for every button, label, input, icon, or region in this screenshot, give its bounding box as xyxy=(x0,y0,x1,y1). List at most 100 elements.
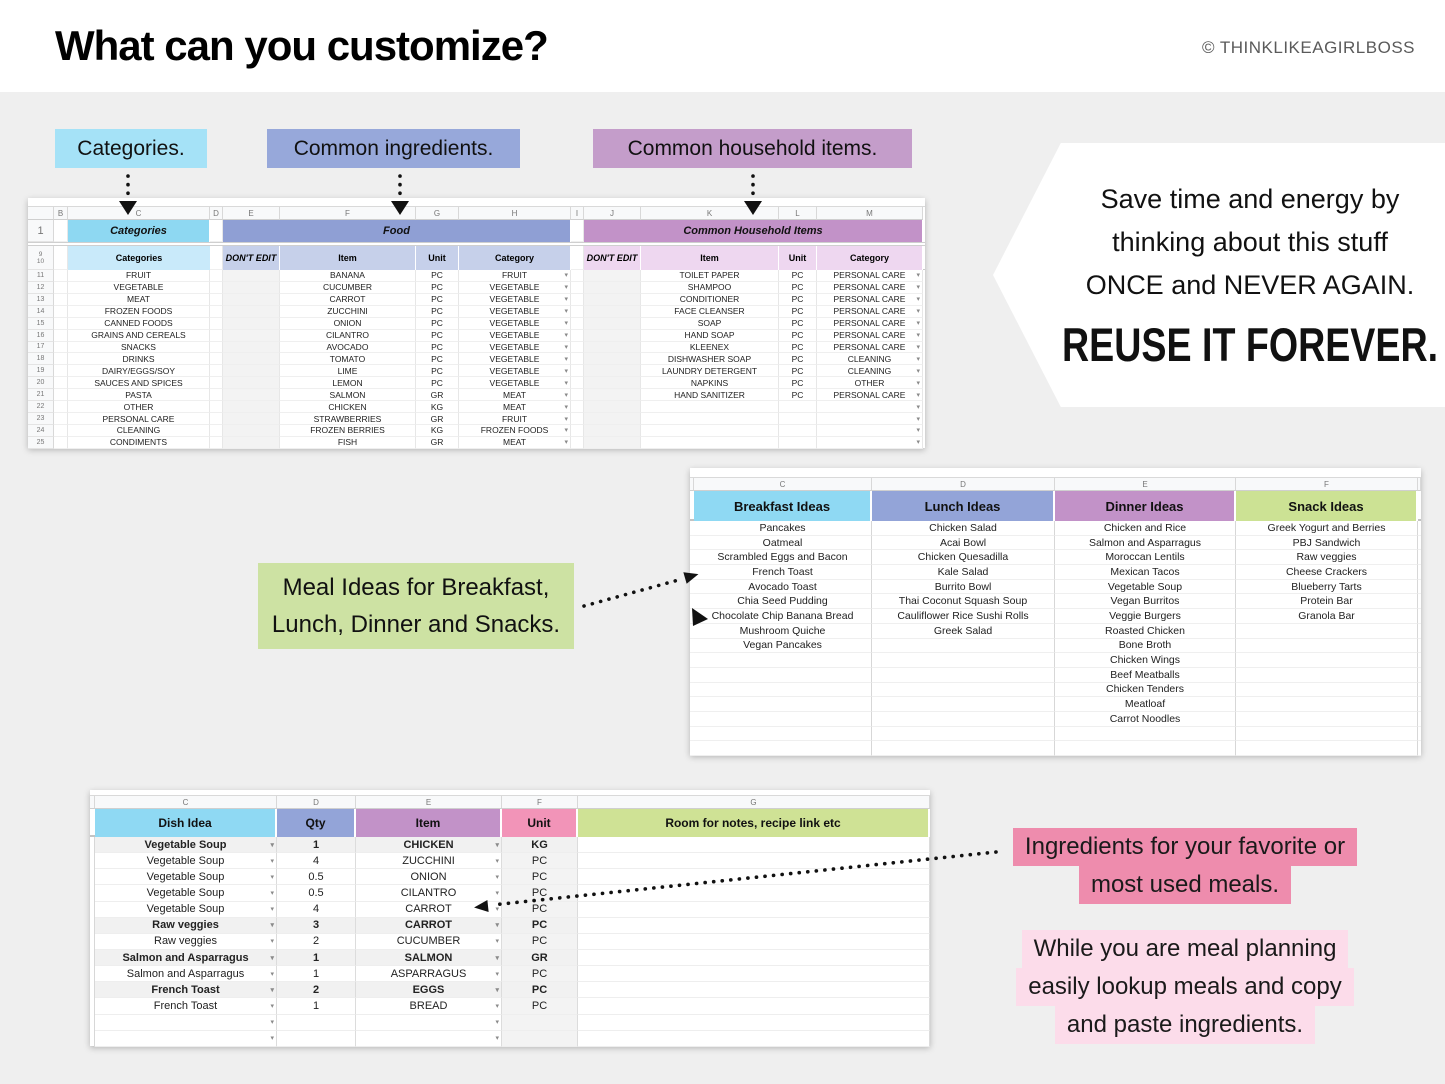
item-cell[interactable]: BREAD▾ xyxy=(356,998,502,1015)
household-category-cell[interactable]: ▾ xyxy=(817,401,923,414)
household-unit-cell[interactable] xyxy=(779,401,817,414)
dropdown-icon[interactable]: ▾ xyxy=(916,355,920,363)
meal-idea-cell[interactable] xyxy=(1236,682,1418,698)
household-header-cell[interactable]: DON'T EDIT xyxy=(584,246,641,270)
household-unit-cell[interactable]: PC xyxy=(779,305,817,318)
meal-idea-cell[interactable] xyxy=(1055,726,1236,742)
dont-edit-cell[interactable] xyxy=(584,413,641,425)
meal-idea-cell[interactable]: Chicken Tenders xyxy=(1055,682,1236,698)
food-unit-cell[interactable]: PC xyxy=(416,365,459,378)
spacer-cell[interactable] xyxy=(571,341,584,354)
food-unit-cell[interactable]: KG xyxy=(416,424,459,437)
dish-name-cell[interactable]: Vegetable Soup▾ xyxy=(95,869,277,886)
dropdown-icon[interactable]: ▾ xyxy=(270,1035,274,1043)
dropdown-icon[interactable]: ▾ xyxy=(495,970,499,978)
food-title-cell[interactable]: Food xyxy=(223,220,571,242)
spacer-cell[interactable] xyxy=(54,305,68,318)
household-item-cell[interactable]: KLEENEX xyxy=(641,341,779,354)
spacer-cell[interactable] xyxy=(210,317,223,330)
household-unit-cell[interactable] xyxy=(779,424,817,437)
food-item-cell[interactable]: ONION xyxy=(280,317,416,330)
column-letter[interactable]: E xyxy=(1055,478,1236,491)
meal-idea-cell[interactable]: Vegan Pancakes xyxy=(694,638,872,654)
unit-cell[interactable]: PC xyxy=(502,901,578,918)
column-letter[interactable]: G xyxy=(416,207,459,220)
spacer-cell[interactable] xyxy=(571,377,584,390)
unit-cell[interactable]: GR xyxy=(502,949,578,967)
item-cell[interactable]: CHICKEN▾ xyxy=(356,837,502,854)
notes-cell[interactable] xyxy=(578,933,930,950)
column-letter[interactable]: E xyxy=(223,207,280,220)
household-category-cell[interactable]: CLEANING▾ xyxy=(817,365,923,378)
spacer-cell[interactable] xyxy=(54,281,68,294)
food-item-cell[interactable]: FISH xyxy=(280,436,416,449)
dish-name-cell[interactable]: Salmon and Asparragus▾ xyxy=(95,966,277,983)
household-item-cell[interactable]: DISHWASHER SOAP xyxy=(641,353,779,366)
row-number[interactable]: 16 xyxy=(28,329,54,342)
dish-name-cell[interactable]: Raw veggies▾ xyxy=(95,933,277,950)
meal-column-header[interactable]: Dinner Ideas xyxy=(1055,491,1236,521)
meal-idea-cell[interactable] xyxy=(1236,697,1418,712)
category-name-cell[interactable]: CONDIMENTS xyxy=(68,436,210,449)
spacer-cell[interactable] xyxy=(571,413,584,425)
notes-cell[interactable] xyxy=(578,837,930,854)
food-item-cell[interactable]: BANANA xyxy=(280,270,416,282)
meal-idea-cell[interactable]: Burrito Bowl xyxy=(872,579,1055,595)
spacer-cell[interactable] xyxy=(210,424,223,437)
meal-idea-cell[interactable]: Salmon and Asparragus xyxy=(1055,535,1236,551)
dont-edit-cell[interactable] xyxy=(584,353,641,366)
household-item-cell[interactable]: FACE CLEANSER xyxy=(641,305,779,318)
qty-cell[interactable]: 2 xyxy=(277,933,356,950)
unit-cell[interactable]: PC xyxy=(502,933,578,950)
dish-name-cell[interactable]: Vegetable Soup▾ xyxy=(95,853,277,870)
meal-idea-cell[interactable]: Roasted Chicken xyxy=(1055,623,1236,639)
dont-edit-cell[interactable] xyxy=(584,317,641,330)
dropdown-icon[interactable]: ▾ xyxy=(916,415,920,423)
dropdown-icon[interactable]: ▾ xyxy=(916,367,920,375)
dropdown-icon[interactable]: ▾ xyxy=(270,889,274,897)
dish-column-header[interactable]: Room for notes, recipe link etc xyxy=(578,809,930,837)
qty-cell[interactable] xyxy=(277,1030,356,1047)
food-unit-cell[interactable]: PC xyxy=(416,377,459,390)
food-unit-cell[interactable]: PC xyxy=(416,341,459,354)
notes-cell[interactable] xyxy=(578,869,930,886)
household-item-cell[interactable] xyxy=(641,401,779,414)
notes-cell[interactable] xyxy=(578,853,930,870)
household-category-cell[interactable]: PERSONAL CARE▾ xyxy=(817,389,923,402)
meal-idea-cell[interactable]: Moroccan Lentils xyxy=(1055,550,1236,566)
dont-edit-cell[interactable] xyxy=(223,270,280,282)
item-cell[interactable]: CARROT▾ xyxy=(356,917,502,934)
spacer-cell[interactable] xyxy=(54,341,68,354)
spacer-cell[interactable] xyxy=(54,246,68,270)
qty-cell[interactable]: 1 xyxy=(277,966,356,983)
unit-cell[interactable]: PC xyxy=(502,869,578,886)
column-letter[interactable]: M xyxy=(817,207,923,220)
food-item-cell[interactable]: TOMATO xyxy=(280,353,416,366)
category-name-cell[interactable]: SAUCES AND SPICES xyxy=(68,377,210,390)
meal-idea-cell[interactable]: Chicken Salad xyxy=(872,521,1055,536)
dont-edit-cell[interactable] xyxy=(223,389,280,402)
column-letter[interactable]: L xyxy=(779,207,817,220)
meal-idea-cell[interactable]: Mexican Tacos xyxy=(1055,565,1236,580)
unit-cell[interactable]: PC xyxy=(502,966,578,983)
notes-cell[interactable] xyxy=(578,982,930,999)
dont-edit-cell[interactable] xyxy=(223,413,280,425)
qty-cell[interactable]: 0.5 xyxy=(277,885,356,902)
meal-idea-cell[interactable]: Acai Bowl xyxy=(872,535,1055,551)
item-cell[interactable]: ONION▾ xyxy=(356,869,502,886)
household-unit-cell[interactable]: PC xyxy=(779,389,817,402)
food-category-cell[interactable]: FROZEN FOODS▾ xyxy=(459,424,571,437)
column-letter[interactable]: D xyxy=(277,796,356,809)
category-name-cell[interactable]: GRAINS AND CEREALS xyxy=(68,329,210,342)
spacer-cell[interactable] xyxy=(54,270,68,282)
spacer-cell[interactable] xyxy=(210,246,223,270)
meal-idea-cell[interactable]: Blueberry Tarts xyxy=(1236,579,1418,595)
spacer-cell[interactable] xyxy=(571,353,584,366)
dropdown-icon[interactable]: ▾ xyxy=(564,284,568,292)
unit-cell[interactable]: KG xyxy=(502,837,578,854)
spacer-cell[interactable] xyxy=(210,401,223,414)
dropdown-icon[interactable]: ▾ xyxy=(916,320,920,328)
meal-idea-cell[interactable] xyxy=(1236,726,1418,742)
dont-edit-cell[interactable] xyxy=(223,341,280,354)
category-name-cell[interactable]: OTHER xyxy=(68,401,210,414)
